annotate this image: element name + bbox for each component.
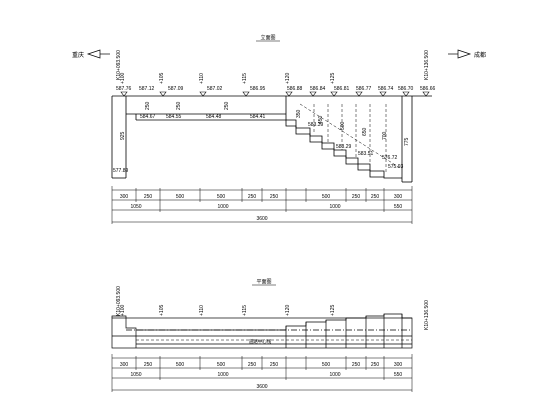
bottom-elev-5: 583.39 [308, 122, 324, 128]
elev-dim-5: 250 [248, 194, 257, 200]
plan-station-125: +125 [330, 305, 336, 316]
elev-dim-10: 300 [394, 194, 403, 200]
plan-dim-9: 250 [371, 362, 380, 368]
elev-dim-2: 250 [144, 194, 153, 200]
plan-dim-3: 500 [176, 362, 185, 368]
plan-dim-10: 300 [394, 362, 403, 368]
elev-dim-r2-3: 1000 [329, 204, 340, 210]
bottom-elev-10: 577.89 [113, 168, 129, 174]
elev-dim-4: 500 [217, 194, 226, 200]
plan-dimensions [111, 354, 413, 392]
bottom-elev-1: 584.67 [140, 114, 156, 120]
elev-dim-total: 3600 [256, 216, 267, 222]
elev-dim-r2-4: 550 [394, 204, 403, 210]
plan-dim-r2-3: 1000 [329, 372, 340, 378]
elev-top-105: 587.09 [168, 86, 184, 92]
plan-station-105: +105 [159, 305, 165, 316]
elev-station-105: +105 [159, 73, 165, 84]
elevation-title: 立面图 [260, 34, 275, 41]
depth-label-3: 250 [224, 101, 230, 110]
depth-label-4: 350 [296, 109, 302, 118]
elev-station-100: +100 [120, 73, 126, 84]
plan-dim-r2-4: 550 [394, 372, 403, 378]
elev-top-a: 587.12 [139, 86, 155, 92]
elev-end-station: K10+136.500 [424, 50, 430, 80]
elev-station-120: +120 [285, 73, 291, 84]
elev-station-125: +125 [330, 73, 336, 84]
plan-dim-8: 250 [352, 362, 361, 368]
plan-station-115: +115 [242, 305, 248, 316]
elev-dim-9: 250 [371, 194, 380, 200]
plan-station-100: +100 [120, 305, 126, 316]
plan-dim-2: 250 [144, 362, 153, 368]
right-direction-arrow: 成都 [448, 49, 486, 59]
plan-dim-r2-1: 1050 [130, 372, 141, 378]
plan-dim-r2-2: 1000 [217, 372, 228, 378]
elev-top-d: 586.74 [378, 86, 394, 92]
elev-dim-r2-1: 1050 [130, 204, 141, 210]
centerline-label: 道路中心线 [249, 338, 272, 345]
depth-label-6: 500 [340, 121, 346, 130]
bottom-elev-9: 575.93 [388, 164, 404, 170]
elev-top-e: 586.70 [398, 86, 414, 92]
elev-top-125: 586.81 [334, 86, 350, 92]
plan-start-station: K10+093.500 [116, 286, 122, 316]
elev-dim-6: 250 [270, 194, 279, 200]
elev-station-115: +115 [242, 73, 248, 84]
elev-top-115: 586.95 [250, 86, 266, 92]
right-direction-label: 成都 [474, 51, 486, 59]
depth-label-7: 650 [362, 127, 368, 136]
depth-label-1: 250 [145, 101, 151, 110]
depth-label-9: 775 [404, 137, 410, 146]
bottom-elev-3: 584.48 [206, 114, 222, 120]
bottom-elev-8: 576.72 [382, 155, 398, 161]
plan-station-110: +110 [199, 305, 205, 316]
plan-dim-1: 300 [120, 362, 129, 368]
elev-station-110: +110 [199, 73, 205, 84]
plan-dim-7: 500 [322, 362, 331, 368]
left-direction-label: 重庆 [72, 51, 84, 59]
plan-dim-6: 250 [270, 362, 279, 368]
elevation-dimensions [111, 186, 413, 224]
plan-dim-5: 250 [248, 362, 257, 368]
plan-end-station: K10+136.500 [424, 300, 430, 330]
elev-top-120: 586.88 [287, 86, 303, 92]
elev-dim-7: 500 [322, 194, 331, 200]
bottom-elev-4: 584.41 [250, 114, 266, 120]
elev-dim-r2-2: 1000 [217, 204, 228, 210]
bottom-elev-7: 583.51 [358, 151, 374, 157]
plan-station-120: +120 [285, 305, 291, 316]
plan-title: 平面图 [256, 279, 271, 285]
elev-top-100: 587.76 [116, 86, 132, 92]
plan-dim-4: 500 [217, 362, 226, 368]
elev-top-110: 587.02 [207, 86, 223, 92]
depth-label-left: 925 [120, 131, 126, 140]
left-direction-arrow: 重庆 [72, 49, 110, 59]
depth-label-5: 450 [318, 115, 324, 124]
bottom-elev-2: 584.55 [166, 114, 182, 120]
elev-dim-3: 500 [176, 194, 185, 200]
elev-top-c: 586.77 [356, 86, 372, 92]
elev-top-b: 586.84 [310, 86, 326, 92]
elev-dim-1: 300 [120, 194, 129, 200]
elev-top-f: 586.66 [420, 86, 436, 92]
elevation-markers [120, 91, 430, 97]
depth-label-2: 250 [176, 101, 182, 110]
plan-dim-total: 3600 [256, 384, 267, 390]
elev-dim-8: 250 [352, 194, 361, 200]
elev-start-station: K10+093.500 [116, 50, 122, 80]
culvert-plan [111, 313, 413, 349]
culvert-profile [111, 96, 413, 183]
depth-label-8: 700 [382, 131, 388, 140]
bottom-elev-6: 583.29 [336, 144, 352, 150]
